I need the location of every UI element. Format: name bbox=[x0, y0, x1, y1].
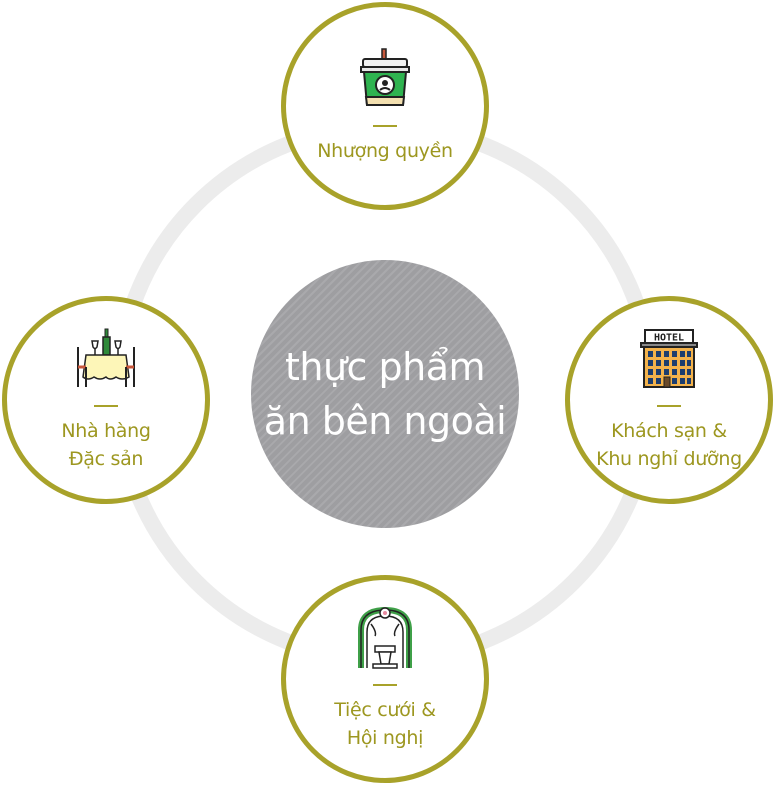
wedding-arch-icon bbox=[358, 606, 412, 669]
hotel-sign-text: HOTEL bbox=[654, 333, 684, 344]
node-wedding-conference[interactable]: Tiệc cưới & Hội nghị bbox=[281, 575, 489, 783]
node-divider bbox=[657, 405, 681, 407]
dining-table-icon bbox=[77, 328, 135, 387]
node-divider bbox=[373, 125, 397, 127]
node-divider bbox=[94, 405, 118, 407]
node-label: Khách sạn & Khu nghỉ dưỡng bbox=[596, 420, 742, 470]
center-circle: thực phẩm ăn bên ngoài bbox=[251, 260, 519, 528]
node-franchise[interactable]: Nhượng quyền bbox=[281, 2, 489, 210]
node-label: Nhà hàng Đặc sản bbox=[61, 420, 151, 470]
node-specialty-restaurant[interactable]: Nhà hàng Đặc sản bbox=[2, 296, 210, 504]
node-label: Tiệc cưới & Hội nghị bbox=[334, 699, 436, 749]
center-title: thực phẩm ăn bên ngoài bbox=[263, 345, 507, 443]
hotel-icon: HOTEL bbox=[640, 329, 698, 388]
node-label: Nhượng quyền bbox=[317, 140, 453, 162]
node-divider bbox=[373, 684, 397, 686]
coffee-cup-icon bbox=[360, 48, 410, 106]
node-hotel-resort[interactable]: HOTEL Khách sạn & Khu nghỉ dưỡng bbox=[565, 296, 773, 504]
